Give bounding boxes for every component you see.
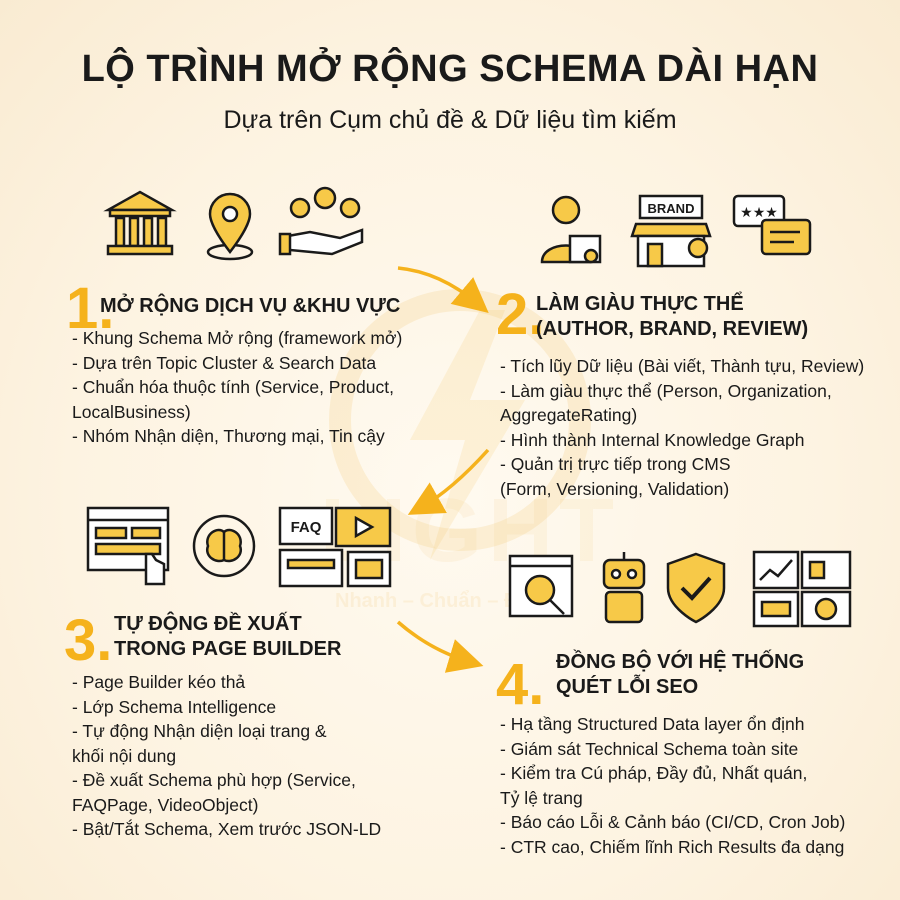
- section-2-number: 2.: [496, 282, 545, 347]
- shield-check-icon: [666, 552, 726, 624]
- section-1-list: - Khung Schema Mở rộng (framework mở) - …: [72, 326, 402, 449]
- section-3-number: 3.: [64, 608, 113, 673]
- svg-text:★★★: ★★★: [740, 205, 778, 221]
- list-item: AggregateRating): [500, 405, 638, 425]
- page-builder-icon: [86, 506, 170, 586]
- list-item: - Nhóm Nhận diện, Thương mại, Tin cậy: [72, 426, 385, 446]
- bank-icon: [103, 190, 177, 256]
- page-title: LỘ TRÌNH MỞ RỘNG SCHEMA DÀI HẠN: [81, 48, 819, 90]
- section-4-number: 4.: [496, 652, 545, 717]
- list-item: - Tích lũy Dữ liệu (Bài viết, Thành tựu,…: [500, 356, 865, 376]
- section-4-icons: [508, 550, 852, 628]
- list-item: - Page Builder kéo thả: [72, 672, 246, 692]
- list-item: (Form, Versioning, Validation): [500, 478, 730, 499]
- list-item: - Tự động Nhận diện loại trang &: [72, 721, 327, 741]
- watermark-slogan: Nhanh – Chuẩn – Đẹp: [335, 590, 542, 612]
- list-item: - Lớp Schema Intelligence: [72, 696, 277, 717]
- author-certificate-icon: [540, 195, 602, 264]
- dashboard-icon: [752, 550, 852, 628]
- section-1-icons: [103, 186, 364, 261]
- section-1-number: 1.: [66, 276, 115, 341]
- section-2-icons: BRAND ★★★: [540, 194, 812, 268]
- list-item: - Kiểm tra Cú pháp, Đầy đủ, Nhất quán,: [500, 763, 808, 783]
- code-scan-icon: [508, 554, 574, 618]
- list-item: - Dựa trên Topic Cluster & Search Data: [72, 352, 377, 373]
- list-item: - Giám sát Technical Schema toàn site: [500, 738, 799, 759]
- list-item: - Khung Schema Mở rộng (framework mở): [72, 328, 403, 348]
- list-item: - CTR cao, Chiếm lĩnh Rich Results đa dạ…: [500, 836, 845, 857]
- arrow-3-to-4: [396, 620, 484, 673]
- section-3-icons: FAQ: [86, 506, 392, 588]
- section-1-heading: MỞ RỘNG DỊCH VỤ &KHU VỰC: [100, 295, 401, 317]
- list-item: FAQPage, VideoObject): [72, 794, 259, 815]
- list-item: - Đề xuất Schema phù hợp (Service,: [72, 770, 356, 790]
- list-item: khối nội dung: [72, 745, 177, 766]
- list-item: - Chuẩn hóa thuộc tính (Service, Product…: [72, 377, 394, 397]
- list-item: Tỷ lệ trang: [500, 787, 583, 808]
- section-2-heading: LÀM GIÀU THỰC THỂ (AUTHOR, BRAND, REVIEW…: [536, 293, 809, 340]
- list-item: - Quản trị trực tiếp trong CMS: [500, 454, 731, 474]
- arrow-1-to-2: [397, 266, 489, 314]
- brand-store-icon: BRAND: [630, 194, 712, 268]
- list-item: - Hạ tầng Structured Data layer ổn định: [500, 714, 805, 734]
- brain-icon: [192, 514, 256, 578]
- section-4-heading: ĐỒNG BỘ VỚI HỆ THỐNG QUÉT LỖI SEO: [556, 651, 805, 698]
- faq-video-icon: FAQ: [278, 506, 392, 588]
- svg-text:FAQ: FAQ: [291, 519, 322, 536]
- section-4-list: - Hạ tầng Structured Data layer ổn định …: [500, 712, 845, 859]
- list-item: LocalBusiness): [72, 401, 191, 422]
- section-3-heading: TỰ ĐỘNG ĐỀ XUẤT TRONG PAGE BUILDER: [114, 613, 342, 660]
- list-item: - Làm giàu thực thể (Person, Organizatio…: [500, 380, 832, 401]
- section-3-list: - Page Builder kéo thả - Lớp Schema Inte…: [72, 670, 381, 842]
- hand-coins-icon: [278, 186, 364, 256]
- list-item: - Hình thành Internal Knowledge Graph: [500, 429, 805, 450]
- robot-icon: [602, 552, 646, 624]
- list-item: - Bật/Tắt Schema, Xem trước JSON-LD: [72, 819, 382, 839]
- review-chat-icon: ★★★: [732, 194, 812, 256]
- page-subtitle: Dựa trên Cụm chủ đề & Dữ liệu tìm kiếm: [223, 106, 677, 134]
- location-pin-icon: [206, 192, 254, 261]
- svg-text:BRAND: BRAND: [648, 201, 695, 216]
- list-item: - Báo cáo Lỗi & Cảnh báo (CI/CD, Cron Jo…: [500, 812, 846, 832]
- section-2-list: - Tích lũy Dữ liệu (Bài viết, Thành tựu,…: [500, 354, 864, 501]
